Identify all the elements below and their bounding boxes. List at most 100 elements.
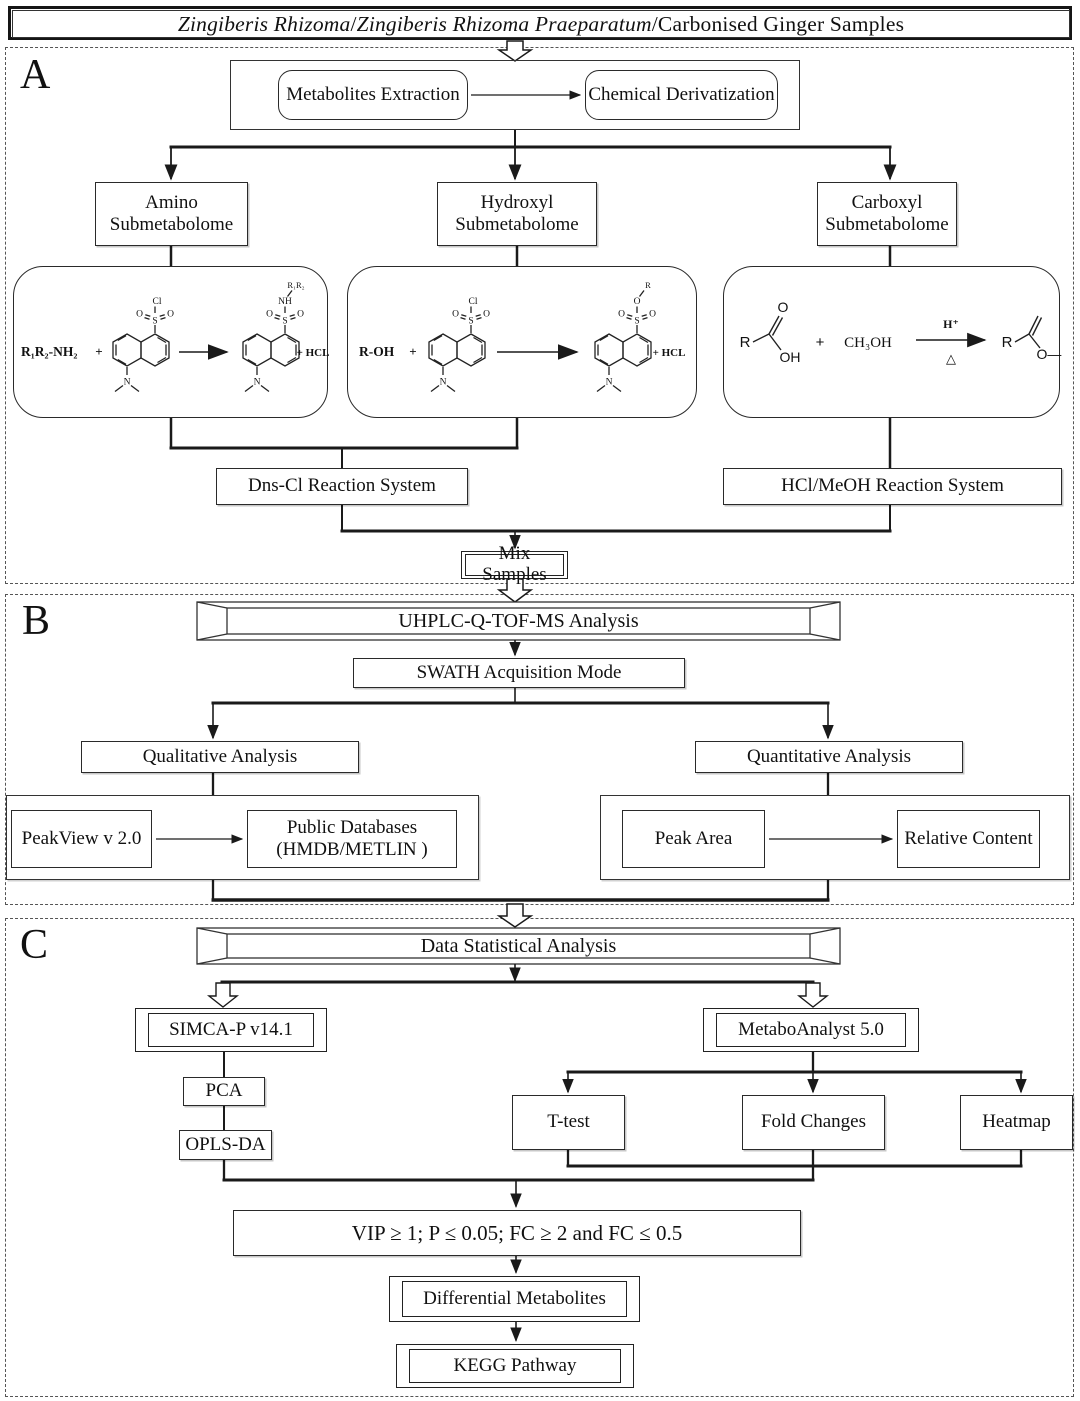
acid-r-group: R: [740, 334, 751, 351]
heatmap-box: Heatmap: [960, 1095, 1073, 1150]
hydroxyl-group: OH: [780, 349, 801, 365]
carboxyl-line2: Submetabolome: [825, 214, 949, 235]
dns-cl-reaction-system-box: Dns-Cl Reaction System: [216, 468, 468, 505]
uhplc-analysis-label: UHPLC-Q-TOF-MS Analysis: [398, 609, 639, 632]
title-latin-2: Zingiberis Rhizoma Praeparatum: [356, 11, 652, 36]
mix-samples-label: Mix Samples: [465, 543, 564, 585]
simca-box: SIMCA-P v14.1: [135, 1008, 327, 1052]
quantitative-detail-container: [600, 795, 1070, 880]
alcohol-reactant-label: R-OH: [359, 344, 395, 359]
plus-sign: +: [95, 344, 102, 359]
simca-label: SIMCA-P v14.1: [148, 1013, 314, 1047]
hcl-byproduct-label: + HCL: [653, 347, 686, 359]
title-sep-2: /: [651, 11, 658, 36]
mix-samples-box: Mix Samples: [461, 543, 568, 585]
data-statistical-analysis-label: Data Statistical Analysis: [420, 934, 617, 957]
carbonyl-oxygen: O: [778, 299, 789, 315]
dansyl-chloride-structure: Cl: [428, 297, 491, 393]
differential-metabolites-box: Differential Metabolites: [389, 1276, 640, 1322]
fold-changes-box: Fold Changes: [742, 1095, 885, 1150]
amino-submetabolome-box: Amino Submetabolome: [95, 182, 248, 246]
dansyl-chloride-structure: Cl: [112, 297, 175, 393]
fold-changes-label: Fold Changes: [760, 1111, 867, 1133]
r1r2-group: R₁R₂: [287, 280, 304, 290]
opls-da-label: OPLS-DA: [185, 1133, 266, 1155]
chemical-derivatization-box: Chemical Derivatization: [585, 70, 778, 120]
peak-area-box: Peak Area: [622, 810, 765, 868]
hydroxyl-reaction-scheme-box: R-OH + Cl O R + HCL: [347, 266, 697, 418]
metaboanalyst-box: MetaboAnalyst 5.0: [703, 1008, 919, 1052]
hydroxyl-line1: Hydroxyl: [480, 191, 554, 213]
title-rest: Carbonised Ginger Samples: [657, 11, 905, 36]
title-bar: Zingiberis Rhizoma / Zingiberis Rhizoma …: [8, 6, 1072, 40]
methanol-label: CH₃OH: [844, 335, 892, 351]
public-databases-box: Public Databases (HMDB/METLIN ): [247, 810, 457, 868]
chlorine-atom: Cl: [153, 297, 162, 307]
hcl-meoh-reaction-system-label: HCl/MeOH Reaction System: [781, 475, 1004, 497]
swath-acquisition-label: SWATH Acquisition Mode: [416, 661, 622, 683]
chlorine-atom: Cl: [469, 297, 478, 307]
relative-content-box: Relative Content: [897, 810, 1040, 868]
quantitative-analysis-box: Quantitative Analysis: [695, 741, 963, 773]
t-test-label: T-test: [547, 1111, 590, 1133]
panel-a-frame: [5, 47, 1074, 584]
title-text: Zingiberis Rhizoma / Zingiberis Rhizoma …: [12, 10, 1070, 38]
metaboanalyst-label: MetaboAnalyst 5.0: [716, 1013, 906, 1047]
qualitative-detail-container: [6, 795, 479, 880]
chemical-derivatization-label: Chemical Derivatization: [588, 83, 775, 105]
kegg-pathway-box: KEGG Pathway: [396, 1344, 634, 1388]
peakview-box: PeakView v 2.0: [11, 810, 152, 868]
r-group: R: [645, 280, 651, 290]
differential-metabolites-label: Differential Metabolites: [402, 1281, 627, 1317]
title-latin-1: Zingiberis Rhizoma: [177, 11, 351, 36]
peakview-label: PeakView v 2.0: [21, 827, 142, 849]
heat-delta-symbol: △: [946, 352, 956, 367]
public-databases-line1: Public Databases: [286, 816, 418, 838]
panel-b-label: B: [22, 598, 51, 644]
amine-reactant-label: R₁R₂-NH₂: [21, 344, 77, 359]
title-sep-1: /: [350, 11, 357, 36]
qualitative-analysis-label: Qualitative Analysis: [142, 745, 298, 767]
panel-c-frame: [5, 918, 1074, 1397]
metabolites-extraction-label: Metabolites Extraction: [286, 83, 460, 105]
nh-group: NH: [278, 297, 292, 307]
dansyl-ester-structure: O R: [594, 280, 657, 393]
panel-a-label: A: [20, 52, 51, 98]
amino-reaction-scheme-box: R₁R₂-NH₂ + Cl NH R₁R₂ + HCL: [13, 266, 330, 418]
carboxyl-reaction-scheme: R O OH + R O— CH₃OH H⁺ △: [740, 299, 1062, 367]
qualitative-analysis-box: Qualitative Analysis: [81, 741, 359, 773]
o-linker: O: [634, 297, 641, 307]
carboxyl-line1: Carboxyl: [851, 191, 923, 213]
panel-c-label: C: [20, 922, 49, 968]
peak-area-label: Peak Area: [654, 827, 733, 849]
relative-content-label: Relative Content: [904, 827, 1033, 849]
pca-box: PCA: [183, 1077, 265, 1106]
hydroxyl-reaction-scheme: R-OH + Cl O R + HCL: [359, 280, 686, 393]
dns-cl-reaction-system-label: Dns-Cl Reaction System: [248, 475, 436, 497]
acid-catalyst-label: H⁺: [943, 317, 959, 331]
kegg-pathway-label: KEGG Pathway: [409, 1349, 621, 1383]
panel-b-frame: [5, 594, 1074, 905]
hydroxyl-line2: Submetabolome: [455, 214, 579, 235]
public-databases-line2: (HMDB/METLIN ): [276, 839, 428, 860]
dansyl-amide-structure: NH R₁R₂: [242, 280, 305, 393]
pca-label: PCA: [205, 1080, 243, 1102]
plus-sign: +: [409, 344, 416, 359]
heatmap-label: Heatmap: [982, 1111, 1051, 1133]
ester-r-group: R: [1002, 334, 1013, 351]
hydroxyl-submetabolome-box: Hydroxyl Submetabolome: [437, 182, 597, 246]
amino-line2: Submetabolome: [109, 214, 234, 235]
amino-line1: Amino: [145, 191, 198, 213]
opls-da-box: OPLS-DA: [179, 1130, 272, 1160]
amino-reaction-scheme: R₁R₂-NH₂ + Cl NH R₁R₂ + HCL: [21, 280, 330, 393]
methoxy-group: O—: [1037, 346, 1062, 362]
filter-criteria-label: VIP ≥ 1; P ≤ 0.05; FC ≥ 2 and FC ≤ 0.5: [351, 1220, 683, 1245]
plus-sign: +: [816, 334, 825, 351]
quantitative-analysis-label: Quantitative Analysis: [746, 745, 912, 767]
hcl-byproduct-label: + HCL: [297, 347, 330, 359]
carboxyl-reaction-scheme-box: R O OH + R O— CH₃OH H⁺ △: [723, 266, 1062, 418]
hcl-meoh-reaction-system-box: HCl/MeOH Reaction System: [723, 468, 1062, 505]
metabolites-extraction-box: Metabolites Extraction: [278, 70, 468, 120]
filter-criteria-box: VIP ≥ 1; P ≤ 0.05; FC ≥ 2 and FC ≤ 0.5: [233, 1210, 801, 1256]
